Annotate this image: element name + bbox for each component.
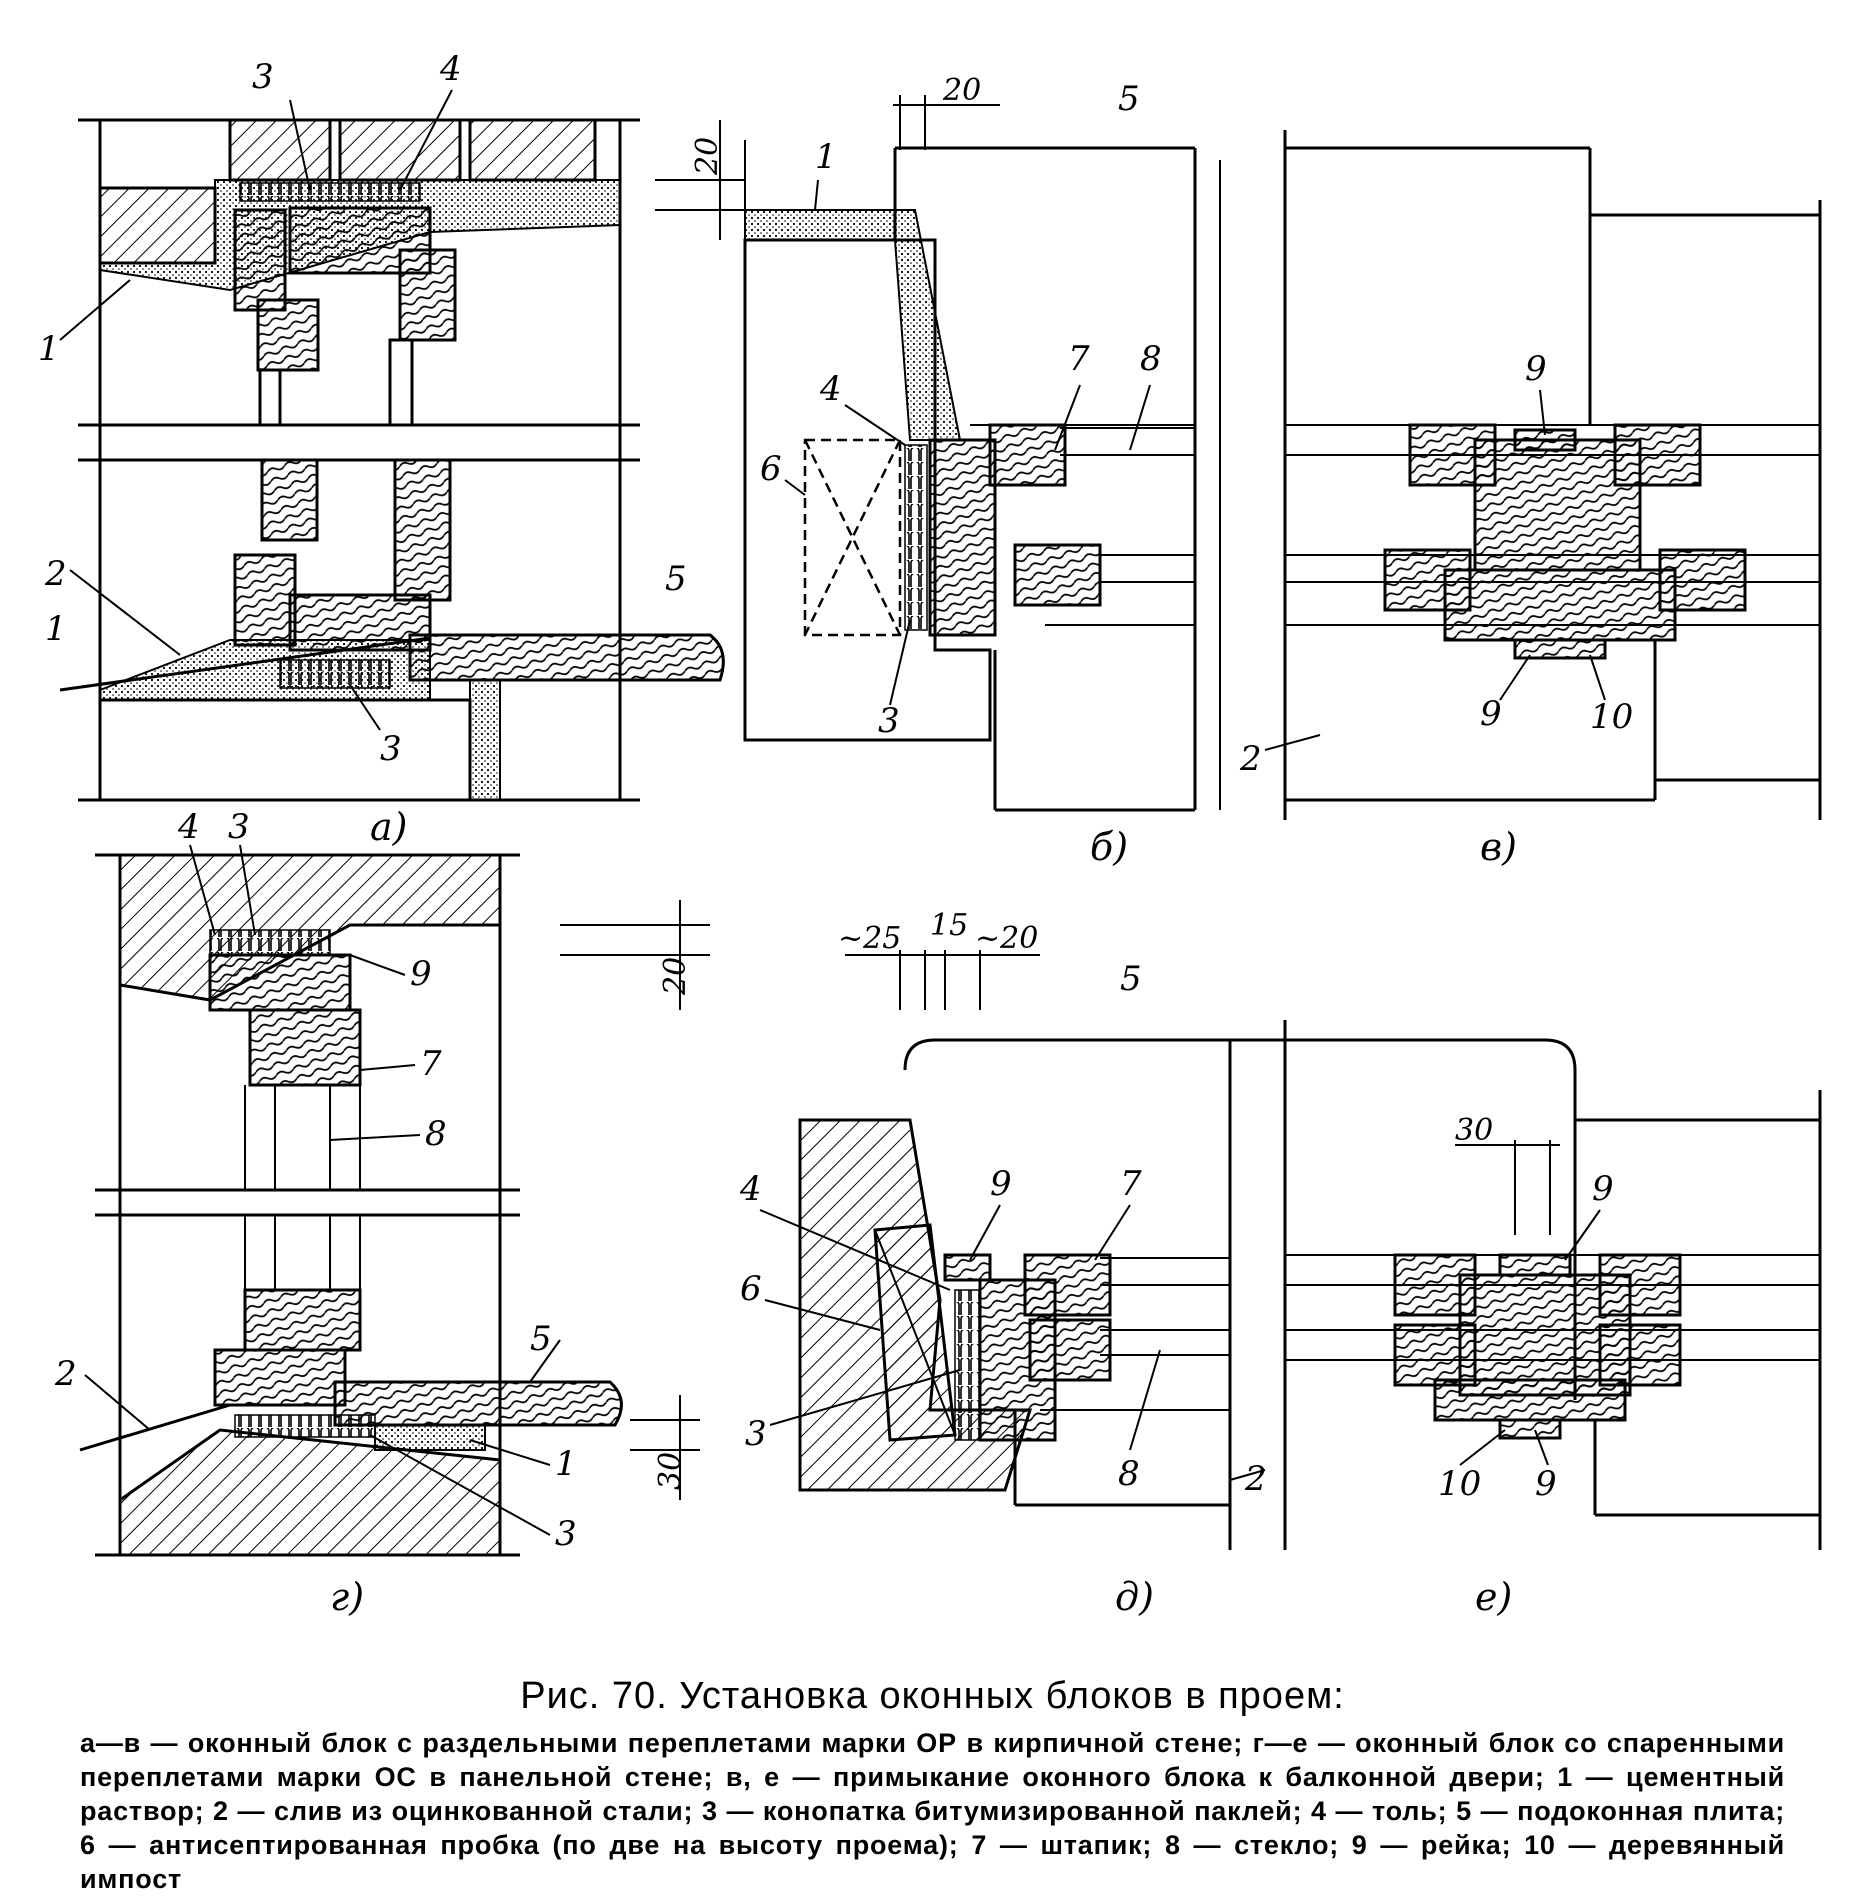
panel-a — [59, 118, 725, 802]
callout-2: 2 — [54, 1354, 77, 1394]
panel-b — [743, 140, 1221, 812]
dim-20: ~20 — [975, 921, 1038, 956]
panel-d — [798, 1038, 1577, 1550]
callout-10: 10 — [1438, 1464, 1481, 1504]
callout-5: 5 — [665, 559, 687, 599]
callout-6: 6 — [740, 1269, 762, 1309]
callout-3: 3 — [228, 807, 250, 847]
callout-8: 8 — [425, 1114, 447, 1154]
callout-7: 7 — [420, 1044, 442, 1084]
callout-1: 1 — [555, 1444, 577, 1484]
panel-a-labels: 3 4 1 2 1 5 3 а) — [38, 49, 687, 849]
callout-9: 9 — [990, 1164, 1012, 1204]
callout-5: 5 — [1120, 959, 1142, 999]
callout-8: 8 — [1118, 1454, 1140, 1494]
callout-3b: 3 — [380, 729, 402, 769]
callout-6: 6 — [760, 449, 782, 489]
dim-20-vertical: 20 — [658, 957, 693, 996]
callout-1b: 1 — [45, 609, 67, 649]
callout-2: 2 — [1239, 739, 1262, 779]
callout-5: 5 — [1118, 79, 1140, 119]
callout-9b: 9 — [1480, 694, 1502, 734]
callout-7: 7 — [1120, 1164, 1142, 1204]
window-installation-drawing: 3 4 1 2 1 5 3 а) — [38, 49, 1822, 1619]
panel-label-g: г) — [330, 1575, 364, 1619]
panel-v — [1283, 130, 1822, 820]
callout-3b: 3 — [555, 1514, 577, 1554]
callout-4: 4 — [739, 1169, 762, 1209]
panel-d-labels: ~25 15 ~20 5 4 6 9 7 3 8 2 д) — [739, 908, 1267, 1619]
callout-4: 4 — [439, 49, 462, 89]
callout-3: 3 — [252, 57, 274, 97]
callout-1: 1 — [38, 329, 60, 369]
callout-9: 9 — [1592, 1169, 1614, 1209]
panel-e-labels: 30 9 10 9 е) — [1438, 1113, 1614, 1619]
dim-15: 15 — [930, 908, 968, 943]
dim-30-vertical: 30 — [653, 1452, 688, 1490]
dim-25: ~25 — [838, 921, 901, 956]
callout-10: 10 — [1590, 697, 1633, 737]
callout-9: 9 — [1525, 349, 1547, 389]
panel-label-e: е) — [1475, 1575, 1512, 1619]
callout-9b: 9 — [1535, 1464, 1557, 1504]
callout-4: 4 — [177, 807, 200, 847]
callout-2: 2 — [44, 554, 67, 594]
callout-5: 5 — [530, 1319, 552, 1359]
panel-label-a: а) — [370, 805, 407, 849]
callout-4: 4 — [819, 369, 842, 409]
figure-caption: Рис. 70. Установка оконных блоков в прое… — [80, 1675, 1785, 1896]
dim-30: 30 — [1455, 1113, 1493, 1148]
panel-g — [79, 853, 623, 1557]
callout-7: 7 — [1068, 339, 1090, 379]
panel-v-labels: 9 9 10 2 в) — [1239, 349, 1633, 869]
callout-3: 3 — [878, 701, 900, 741]
panel-e — [1283, 1020, 1822, 1550]
dim-20-horizontal: 20 — [942, 73, 981, 108]
callout-8: 8 — [1140, 339, 1162, 379]
panel-label-d: д) — [1115, 1575, 1154, 1619]
panel-label-v: в) — [1480, 825, 1517, 869]
callout-3: 3 — [745, 1414, 767, 1454]
callout-1: 1 — [815, 137, 837, 177]
panel-label-b: б) — [1090, 825, 1128, 869]
figure-legend: а—в — оконный блок с раздельными перепле… — [80, 1728, 1785, 1894]
panel-b-labels: 1 5 4 6 7 8 3 20 20 б) — [690, 73, 1162, 869]
callout-2: 2 — [1244, 1459, 1267, 1499]
panel-g-labels: 4 3 9 7 8 5 2 1 3 20 30 г) — [54, 807, 693, 1619]
callout-9: 9 — [410, 954, 432, 994]
figure-title: Рис. 70. Установка оконных блоков в прое… — [520, 1675, 1345, 1717]
